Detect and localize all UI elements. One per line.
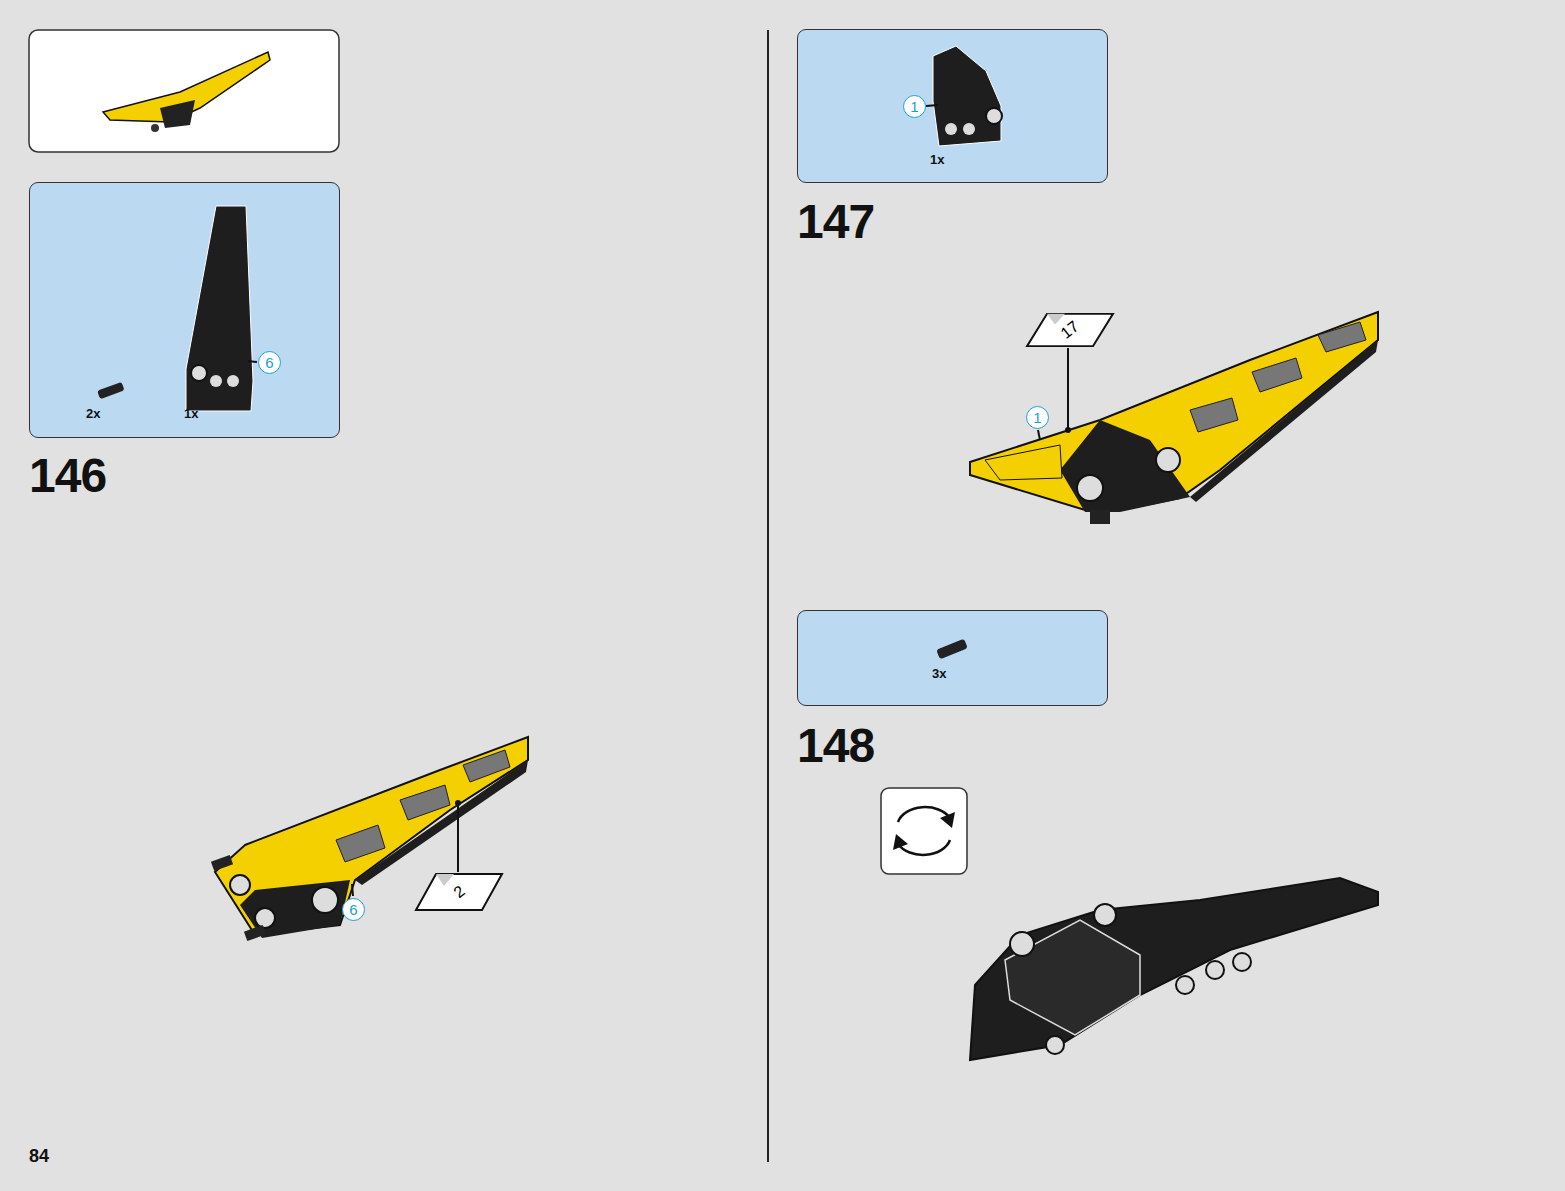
step-number: 147 [797, 194, 874, 249]
parts-panel: 3x [797, 610, 1108, 706]
callout-circle: 1 [1026, 406, 1049, 429]
callout-number: 1 [1033, 409, 1041, 426]
page-number: 84 [29, 1146, 49, 1167]
callout-number: 6 [349, 901, 357, 918]
part-quantity: 3x [932, 666, 946, 681]
part-quantity: 1x [930, 152, 944, 167]
parts-panel: 2x 1x 6 [29, 182, 340, 438]
part-drawing [798, 30, 1109, 184]
callout-circle: 6 [342, 898, 365, 921]
sticker-label: 2 [414, 872, 504, 912]
callout-number: 6 [265, 354, 273, 371]
callout-circle: 1 [903, 95, 926, 118]
step-number: 148 [797, 718, 874, 773]
part-drawing [798, 611, 1109, 707]
part-quantity: 2x [86, 406, 100, 421]
step-number: 146 [29, 448, 106, 503]
parts-panel: 1x 1 [797, 29, 1108, 183]
part-quantity: 1x [184, 406, 198, 421]
callout-number: 1 [910, 98, 918, 115]
sticker-label: 17 [1025, 312, 1115, 348]
callout-circle: 6 [258, 351, 281, 374]
part-drawing [30, 183, 341, 439]
